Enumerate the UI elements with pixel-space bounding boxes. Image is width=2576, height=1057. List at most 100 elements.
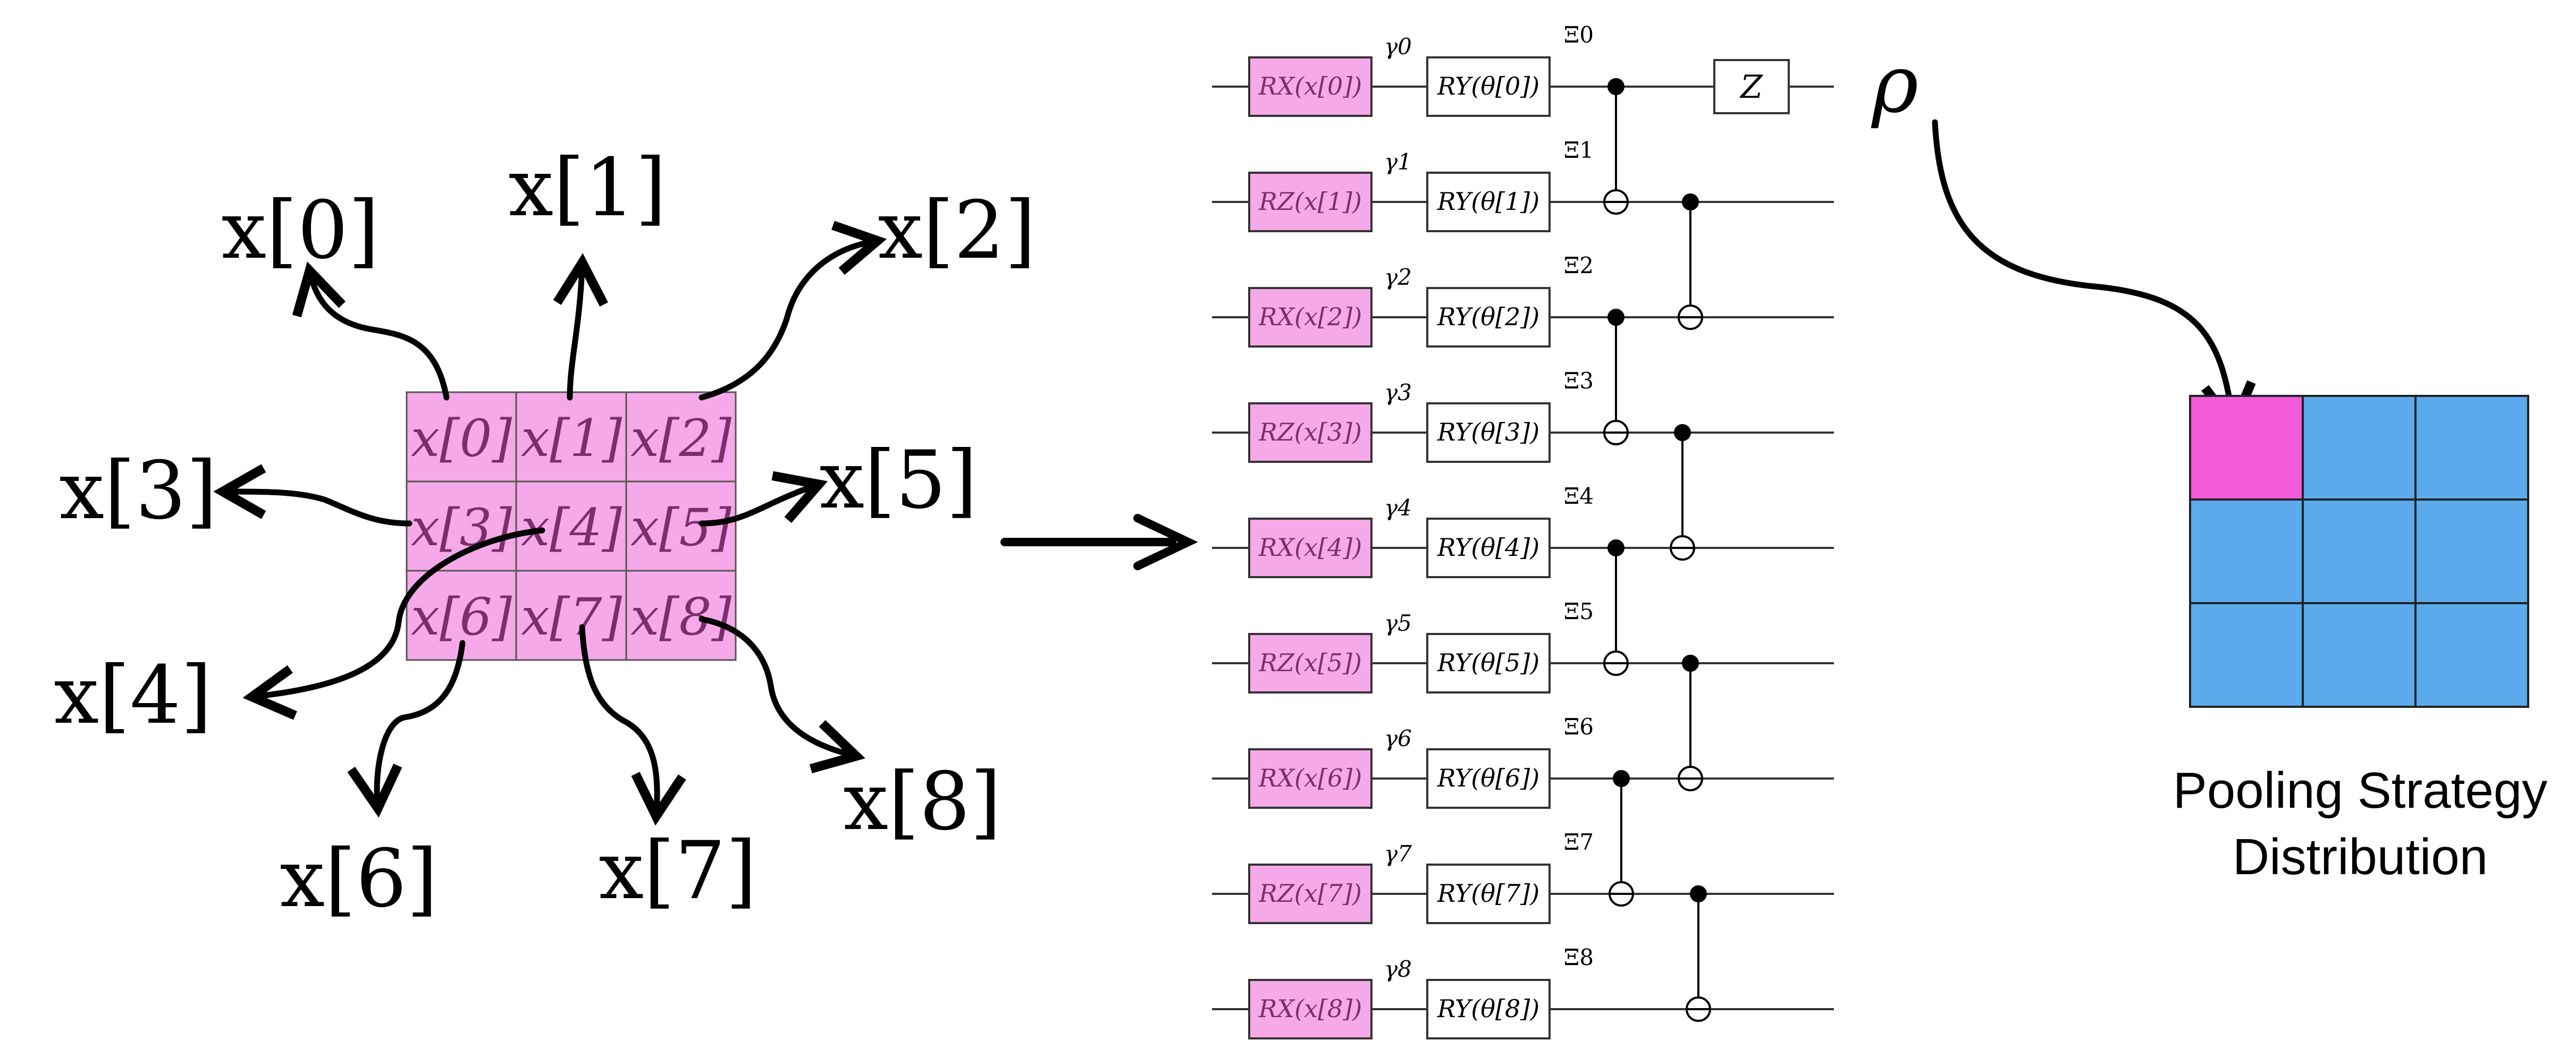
rotation-label-5: RY(θ[5]) xyxy=(1437,648,1539,677)
encoder-label-8: RX(x[8]) xyxy=(1258,994,1362,1023)
xi-label-1: Ξ1 xyxy=(1564,137,1594,163)
rotation-label-8: RY(θ[8]) xyxy=(1437,994,1539,1023)
encoder-gate-5 xyxy=(1248,633,1373,694)
cnot-control-7 xyxy=(1690,885,1707,902)
cnot-control-5 xyxy=(1682,655,1699,672)
patch-cell-label-7: x[7] xyxy=(521,587,622,647)
encoder-gate-8 xyxy=(1248,979,1373,1039)
cnot-gates xyxy=(1603,78,1711,1022)
patch-cell-label-3: x[3] xyxy=(411,498,512,557)
measurement-gate xyxy=(1713,59,1790,114)
gamma-label-6: γ6 xyxy=(1384,725,1412,751)
patch-cell-1 xyxy=(515,391,627,483)
encoder-gate-4 xyxy=(1248,518,1373,578)
rotation-label-0: RY(θ[0]) xyxy=(1437,72,1539,100)
xi-label-7: Ξ7 xyxy=(1564,829,1594,855)
patch-cell-0 xyxy=(406,391,517,483)
pooling-cell-3 xyxy=(2189,498,2304,604)
gamma-label-4: γ4 xyxy=(1384,495,1412,521)
cnot-control-2 xyxy=(1607,309,1624,326)
pooling-cell-5 xyxy=(2414,498,2529,604)
pooling-cell-4 xyxy=(2302,498,2417,604)
rotation-gate-7 xyxy=(1426,864,1551,924)
rotation-gates xyxy=(1426,56,1551,1039)
gamma-label-3: γ3 xyxy=(1384,379,1412,405)
xi-label-0: Ξ0 xyxy=(1564,22,1594,48)
pooling-cell-1 xyxy=(2302,395,2417,501)
encoder-label-5: RZ(x[5]) xyxy=(1258,648,1362,677)
output-label-5: x[5] xyxy=(819,434,977,527)
patch-cell-label-0: x[0] xyxy=(411,409,512,468)
cnot-6-7 xyxy=(1609,770,1634,907)
output-label-6: x[6] xyxy=(280,833,437,925)
rotation-gate-4 xyxy=(1426,518,1551,578)
patch-cell-5 xyxy=(625,480,737,572)
pooling-cell-2 xyxy=(2414,395,2529,501)
output-label-7: x[7] xyxy=(599,825,756,917)
patch-cell-label-2: x[2] xyxy=(630,409,732,468)
output-label-2: x[2] xyxy=(878,184,1036,277)
rotation-gate-8 xyxy=(1426,979,1551,1039)
patch-arrows xyxy=(213,221,887,826)
cnot-control-1 xyxy=(1682,193,1699,210)
arrow-8 xyxy=(698,616,865,774)
rotation-label-3: RY(θ[3]) xyxy=(1437,418,1539,446)
pooling-grid xyxy=(2189,395,2529,708)
xi-label-8: Ξ8 xyxy=(1564,944,1594,970)
arrow-0 xyxy=(292,261,450,401)
rotation-gate-6 xyxy=(1426,748,1551,809)
encoder-gate-6 xyxy=(1248,748,1373,809)
gamma-label-7: γ7 xyxy=(1384,841,1412,867)
cnot-5-6 xyxy=(1678,655,1703,791)
output-label-3: x[3] xyxy=(59,445,217,537)
density-matrix-symbol: ρ xyxy=(1871,38,1918,131)
patch-cell-label-5: x[5] xyxy=(630,498,732,557)
rotation-label-2: RY(θ[2]) xyxy=(1437,302,1539,331)
measurement-label: Z xyxy=(1739,69,1763,106)
quantum-circuit: RX(x[0]) RZ(x[1]) RX(x[2]) RZ(x[3]) RX(x… xyxy=(1212,22,1834,1039)
arrow-1 xyxy=(553,253,608,401)
rotation-label-7: RY(θ[7]) xyxy=(1437,879,1539,908)
gamma-label-0: γ0 xyxy=(1384,33,1412,60)
encoder-gate-0 xyxy=(1248,56,1373,117)
patch-cell-label-6: x[6] xyxy=(411,587,512,647)
cnot-1-2 xyxy=(1678,193,1703,330)
arrow-5 xyxy=(698,471,828,527)
arrow-7 xyxy=(579,624,686,826)
encoder-label-0: RX(x[0]) xyxy=(1258,72,1362,100)
output-label-1: x[1] xyxy=(508,142,666,234)
rotation-label-1: RY(θ[1]) xyxy=(1437,187,1539,216)
rho-to-pooling-arrow xyxy=(1932,119,2256,435)
rotation-gate-5 xyxy=(1426,633,1551,694)
patch-cell-8 xyxy=(625,570,737,661)
patch-cell-7 xyxy=(515,570,627,661)
rotation-gate-1 xyxy=(1426,172,1551,232)
patch-cell-label-8: x[8] xyxy=(630,587,732,647)
pooling-cell-6 xyxy=(2189,602,2304,708)
cnot-control-3 xyxy=(1674,424,1691,441)
xi-label-3: Ξ3 xyxy=(1564,368,1594,394)
arrow-3 xyxy=(213,464,413,527)
encoder-gate-3 xyxy=(1248,402,1373,463)
encoder-label-7: RZ(x[7]) xyxy=(1258,879,1362,908)
patch-cell-label-4: x[4] xyxy=(521,498,622,557)
cnot-0-1 xyxy=(1603,78,1629,215)
gamma-label-2: γ2 xyxy=(1384,264,1412,290)
cnot-control-4 xyxy=(1607,539,1624,556)
gamma-label-1: γ1 xyxy=(1384,149,1412,175)
pooling-cell-8 xyxy=(2414,602,2529,708)
cnot-control-6 xyxy=(1613,770,1630,787)
cnot-2-3 xyxy=(1603,309,1629,445)
encoder-label-6: RX(x[6]) xyxy=(1258,764,1362,792)
input-patch: x[0] x[1] x[2] x[3] x[4] x[5] x[6] x[7] … xyxy=(406,391,737,661)
encoder-label-1: RZ(x[1]) xyxy=(1258,187,1362,216)
pooling-label-line1: Pooling Strategy xyxy=(2173,762,2547,819)
arrow-2 xyxy=(698,221,887,401)
cnot-7-8 xyxy=(1686,885,1711,1022)
encoder-label-4: RX(x[4]) xyxy=(1258,533,1362,562)
pooling-cell-0 xyxy=(2189,395,2304,501)
xi-label-6: Ξ6 xyxy=(1564,714,1594,740)
rotation-gate-0 xyxy=(1426,56,1551,117)
cnot-control-0 xyxy=(1607,78,1624,95)
